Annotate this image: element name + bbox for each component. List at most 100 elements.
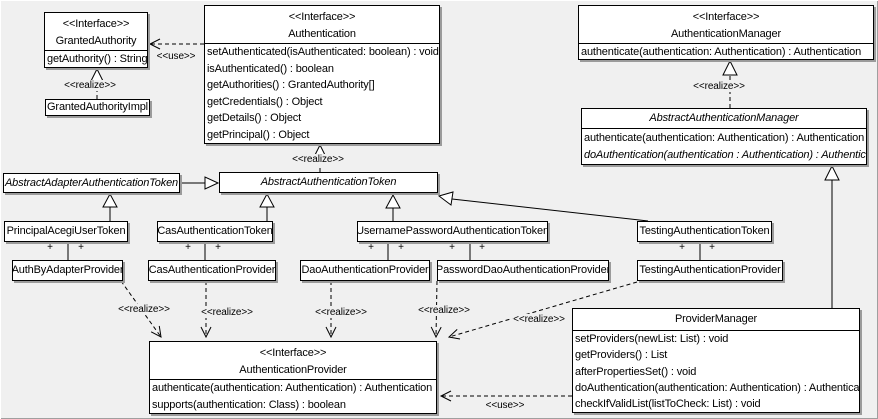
- realize-label: <<realize>>: [291, 154, 345, 165]
- method-list: setAuthenticated(isAuthenticated: boolea…: [205, 44, 439, 143]
- class-header: <<Interface>> GrantedAuthority: [45, 13, 147, 51]
- class-header: CasAuthenticationToken: [158, 222, 272, 241]
- method: authenticate(authentication: Authenticat…: [152, 382, 433, 395]
- stereotype: <<Interface>>: [62, 18, 130, 30]
- class-header: DaoAuthenticationProvider: [301, 261, 429, 280]
- class-granted-authority: <<Interface>> GrantedAuthority getAuthor…: [44, 12, 148, 68]
- stereotype: <<Interface>>: [692, 11, 760, 23]
- class-header: PasswordDaoAuthenticationProvider: [438, 261, 608, 280]
- method-list: authenticate(authentication: Authenticat…: [582, 129, 866, 164]
- class-header: ProviderManager: [573, 309, 859, 331]
- method: setAuthenticated(isAuthenticated: boolea…: [207, 46, 439, 59]
- class-password-dao-authentication-provider: PasswordDaoAuthenticationProvider: [437, 260, 609, 281]
- class-header: <<Interface>> AuthenticationProvider: [150, 342, 436, 380]
- association-plus-label: +: [709, 242, 715, 253]
- class-name: UsernamePasswordAuthenticationToken: [358, 225, 547, 237]
- class-header: AuthByAdapterProvider: [13, 261, 122, 280]
- class-name: AbstractAuthenticationManager: [649, 112, 799, 124]
- class-authentication: <<Interface>> Authentication setAuthenti…: [204, 5, 440, 144]
- class-username-password-authentication-token: UsernamePasswordAuthenticationToken: [357, 221, 548, 242]
- class-authentication-provider: <<Interface>> AuthenticationProvider aut…: [149, 341, 437, 414]
- method: checkIfValidList(listToCheck: List) : vo…: [575, 397, 761, 410]
- class-header: <<Interface>> Authentication: [205, 6, 439, 44]
- class-name: CasAuthenticationProvider: [149, 264, 275, 276]
- class-header: UsernamePasswordAuthenticationToken: [358, 222, 547, 241]
- use-label: <<use>>: [155, 51, 197, 62]
- realize-label: <<realize>>: [314, 307, 368, 318]
- realize-label: <<realize>>: [692, 81, 746, 92]
- method: isAuthenticated() : boolean: [207, 62, 334, 75]
- realize-label: <<realize>>: [63, 80, 117, 91]
- class-name: GrantedAuthority: [55, 35, 137, 47]
- class-name: AbstractAdapterAuthenticationToken: [4, 176, 179, 189]
- association-plus-label: +: [185, 242, 191, 253]
- class-header: AbstractAuthenticationManager: [582, 109, 866, 129]
- class-cas-authentication-token: CasAuthenticationToken: [157, 221, 273, 242]
- method: getDetails() : Object: [207, 112, 302, 125]
- class-auth-by-adapter-provider: AuthByAdapterProvider: [12, 260, 123, 281]
- method: authenticate(authentication: Authenticat…: [581, 45, 862, 58]
- method: authenticate(authentication: Authenticat…: [584, 131, 865, 144]
- class-authentication-manager: <<Interface>> AuthenticationManager auth…: [578, 5, 874, 60]
- class-dao-authentication-provider: DaoAuthenticationProvider: [300, 260, 430, 281]
- class-abstract-authentication-manager: AbstractAuthenticationManager authentica…: [581, 108, 867, 165]
- stereotype: <<Interface>>: [259, 347, 327, 359]
- class-name: AbstractAuthenticationToken: [260, 176, 397, 188]
- association-plus-label: +: [368, 242, 374, 253]
- realize-label: <<realize>>: [417, 305, 471, 316]
- class-name: GrantedAuthorityImpl: [47, 101, 148, 113]
- association-plus-label: +: [449, 242, 455, 253]
- association-plus-label: +: [679, 242, 685, 253]
- class-name: ProviderManager: [674, 313, 758, 325]
- realize-label: <<realize>>: [200, 307, 254, 318]
- association-plus-label: +: [479, 242, 485, 253]
- method-list: authenticate(authentication: Authenticat…: [579, 44, 873, 59]
- method: getAuthority() : String: [47, 53, 147, 65]
- method: getAuthorities() : GrantedAuthority[]: [207, 79, 375, 92]
- method: afterPropertiesSet() : void: [575, 365, 697, 378]
- method-list: getAuthority() : String: [45, 51, 147, 67]
- class-provider-manager: ProviderManager setProviders(newList: Li…: [572, 308, 860, 413]
- class-header: PrincipalAcegiUserToken: [5, 222, 127, 241]
- method-list: authenticate(authentication: Authenticat…: [150, 380, 436, 413]
- class-abstract-adapter-authentication-token: AbstractAdapterAuthenticationToken: [3, 173, 180, 193]
- association-plus-label: +: [47, 242, 53, 253]
- association-plus-label: +: [398, 242, 404, 253]
- method: setProviders(newList: List) : void: [575, 333, 729, 346]
- method-list: setProviders(newList: List) : void getPr…: [573, 331, 859, 412]
- method-abstract: doAuthentication(authentication : Authen…: [584, 149, 866, 162]
- class-abstract-authentication-token: AbstractAuthenticationToken: [219, 172, 438, 193]
- class-cas-authentication-provider: CasAuthenticationProvider: [148, 260, 276, 281]
- method: getCredentials() : Object: [207, 95, 323, 108]
- class-header: CasAuthenticationProvider: [149, 261, 275, 280]
- class-header: AbstractAuthenticationToken: [220, 173, 437, 192]
- class-testing-authentication-provider: TestingAuthenticationProvider: [637, 260, 783, 281]
- association-plus-label: +: [215, 242, 221, 253]
- realize-label: <<realize>>: [512, 314, 566, 325]
- class-name: PasswordDaoAuthenticationProvider: [438, 264, 608, 276]
- class-header: AbstractAdapterAuthenticationToken: [4, 174, 179, 192]
- realize-label: <<realize>>: [117, 304, 171, 315]
- class-name: DaoAuthenticationProvider: [301, 264, 429, 276]
- method: getProviders() : List: [575, 349, 668, 362]
- class-header: <<Interface>> AuthenticationManager: [579, 6, 873, 44]
- class-name: Authentication: [288, 28, 356, 40]
- method: getPrincipal() : Object: [207, 128, 310, 141]
- class-header: TestingAuthenticationToken: [638, 222, 771, 241]
- association-plus-label: +: [78, 242, 84, 253]
- class-name: AuthByAdapterProvider: [13, 264, 122, 276]
- class-header: TestingAuthenticationProvider: [638, 261, 782, 280]
- class-name: TestingAuthenticationToken: [639, 225, 770, 237]
- class-name: AuthenticationProvider: [239, 364, 347, 376]
- class-principal-acegi-user-token: PrincipalAcegiUserToken: [4, 221, 128, 242]
- class-name: AuthenticationManager: [671, 28, 781, 40]
- class-name: CasAuthenticationToken: [158, 225, 272, 237]
- stereotype: <<Interface>>: [288, 11, 356, 23]
- class-granted-authority-impl: GrantedAuthorityImpl: [45, 99, 150, 116]
- class-name: PrincipalAcegiUserToken: [6, 225, 126, 237]
- class-testing-authentication-token: TestingAuthenticationToken: [637, 221, 772, 242]
- class-name: TestingAuthenticationProvider: [639, 264, 781, 276]
- method: supports(authentication: Class) : boolea…: [152, 398, 346, 411]
- class-header: GrantedAuthorityImpl: [46, 100, 149, 115]
